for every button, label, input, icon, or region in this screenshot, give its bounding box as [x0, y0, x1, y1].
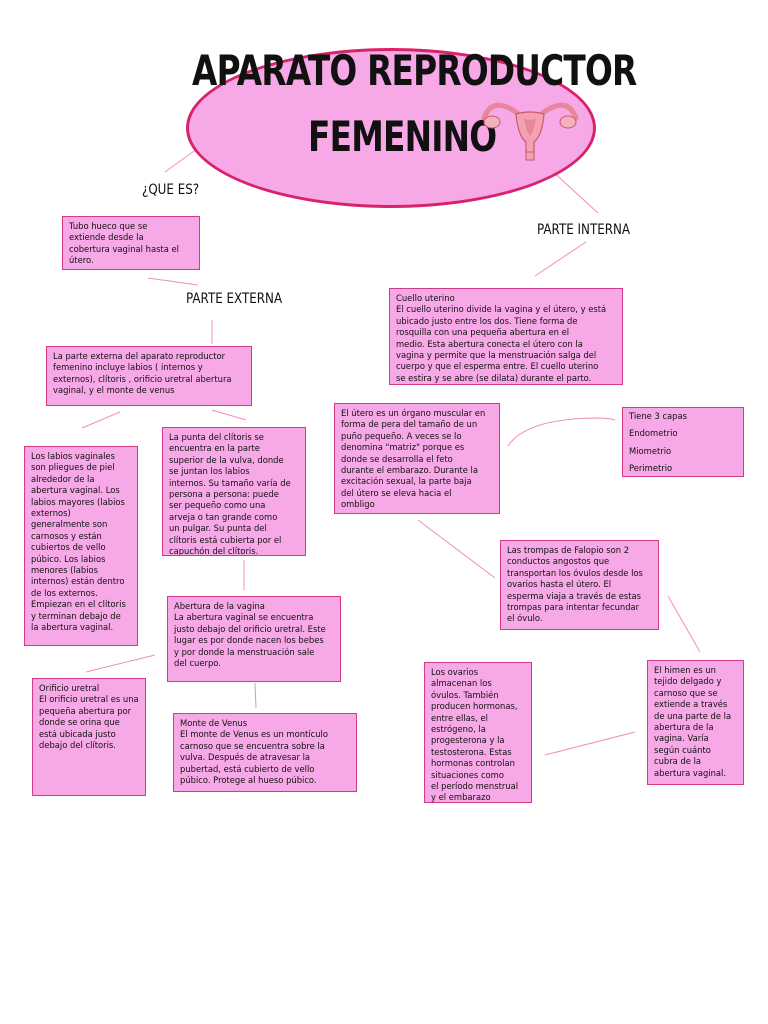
cervix-text: Cuello uterino El cuello uterino divide … — [396, 293, 607, 383]
connector — [667, 595, 701, 653]
vaginal-opening-box: Abertura de la vagina La abertura vagina… — [167, 596, 341, 682]
definition-text: Tubo hueco que se extiende desde la cobe… — [69, 221, 179, 266]
fallopian-tubes-box: Las trompas de Falopio son 2 conductos a… — [500, 540, 659, 630]
labia-text: Los labios vaginales son pliegues de pie… — [31, 451, 126, 633]
urethral-orifice-text: Orificio uretral El orificio uretral es … — [39, 683, 139, 751]
connector — [544, 731, 636, 756]
label-parte-externa: PARTE EXTERNA — [186, 291, 283, 307]
uterus-text: El útero es un órgano muscular en forma … — [341, 408, 486, 510]
connector — [254, 682, 257, 709]
layers-box: Tiene 3 capas Endometrio Miometrio Perim… — [622, 407, 744, 477]
external-part-box: La parte externa del aparato reproductor… — [46, 346, 252, 406]
title-line-2: FEMENINO — [308, 112, 497, 161]
layer-endometrium: Endometrio — [629, 428, 678, 439]
cervix-box: Cuello uterino El cuello uterino divide … — [389, 288, 623, 385]
mons-venus-box: Monte de Venus El monte de Venus es un m… — [173, 713, 357, 792]
label-parte-interna: PARTE INTERNA — [537, 222, 631, 238]
fallopian-tubes-text: Las trompas de Falopio son 2 conductos a… — [507, 545, 643, 624]
definition-box: Tubo hueco que se extiende desde la cobe… — [62, 216, 200, 270]
ovaries-box: Los ovarios almacenan los óvulos. Tambié… — [424, 662, 532, 803]
labia-box: Los labios vaginales son pliegues de pie… — [24, 446, 138, 646]
vaginal-opening-text: Abertura de la vagina La abertura vagina… — [174, 601, 326, 669]
layer-myometrium: Miometrio — [629, 445, 672, 456]
connector — [417, 519, 496, 579]
connector — [81, 411, 121, 429]
connector — [85, 654, 156, 673]
hymen-text: El himen es un tejido delgado y carnoso … — [654, 665, 732, 778]
hymen-box: El himen es un tejido delgado y carnoso … — [647, 660, 744, 785]
label-que-es: ¿QUE ES? — [142, 182, 200, 198]
uterus-box: El útero es un órgano muscular en forma … — [334, 403, 500, 514]
mons-venus-text: Monte de Venus El monte de Venus es un m… — [180, 718, 328, 786]
urethral-orifice-box: Orificio uretral El orificio uretral es … — [32, 678, 146, 796]
connector — [507, 417, 616, 447]
connector — [534, 241, 587, 277]
layer-perimetrium: Perimetrio — [629, 463, 673, 474]
connector — [147, 277, 199, 286]
connector — [211, 409, 247, 421]
uterus-icon — [481, 102, 579, 161]
clitoris-text: La punta del clítoris se encuentra en la… — [169, 432, 291, 556]
title-line-1: APARATO REPRODUCTOR — [192, 46, 637, 95]
clitoris-box: La punta del clítoris se encuentra en la… — [162, 427, 306, 556]
ovaries-text: Los ovarios almacenan los óvulos. Tambié… — [431, 667, 519, 803]
layers-title: Tiene 3 capas — [629, 411, 687, 421]
external-part-text: La parte externa del aparato reproductor… — [53, 351, 232, 396]
